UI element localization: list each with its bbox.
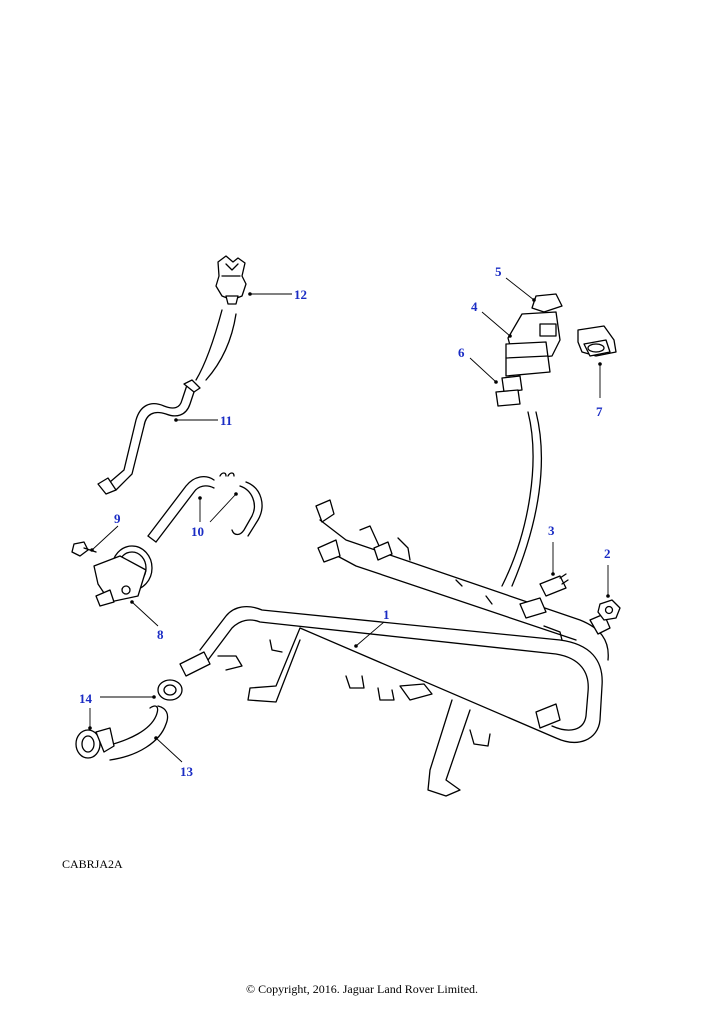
callout-9: 9: [114, 511, 121, 526]
callout-4: 4: [471, 299, 478, 314]
reference-code: CABRJA2A: [62, 857, 123, 871]
callout-12: 12: [294, 287, 307, 302]
part-12-clip: [215, 255, 247, 305]
callout-6: 6: [458, 345, 465, 360]
part-11-pipe: [97, 379, 201, 495]
part-1-fuel-rail: [179, 499, 611, 797]
copyright-notice: © Copyright, 2016. Jaguar Land Rover Lim…: [245, 982, 479, 996]
part-12-line: [195, 309, 237, 381]
callout-11: 11: [220, 413, 232, 428]
callout-13: 13: [180, 764, 194, 779]
callout-10: 10: [191, 524, 204, 539]
callout-7: 7: [596, 404, 603, 419]
callout-1: 1: [383, 607, 390, 622]
part-10-hoses: [147, 472, 263, 543]
callout-8: 8: [157, 627, 164, 642]
part-7-bracket: [577, 325, 617, 357]
callout-14: 14: [79, 691, 93, 706]
callout-2: 2: [604, 546, 611, 561]
part-3-sensor: [539, 573, 569, 597]
part-8-regulator: [93, 545, 153, 607]
part-2-nut: [597, 599, 621, 621]
callout-3: 3: [548, 523, 555, 538]
callout-5: 5: [495, 264, 502, 279]
leader-lines: [88, 277, 610, 763]
part-4-injector: [495, 293, 563, 407]
part-13-hose: [105, 705, 169, 761]
part-14-clip: [75, 679, 183, 759]
part-4-line: [501, 411, 543, 587]
part-9-screw: [71, 541, 97, 557]
